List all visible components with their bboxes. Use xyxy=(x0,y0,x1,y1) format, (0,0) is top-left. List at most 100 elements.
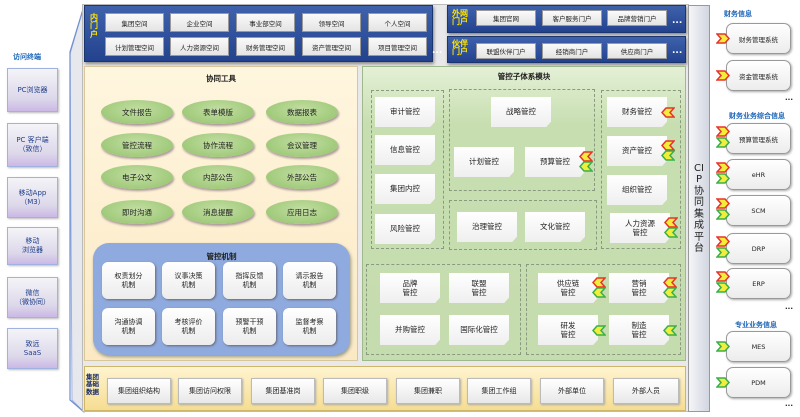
external-system-item[interactable]: MES xyxy=(726,331,791,362)
terminal-item[interactable]: PC 客户端 （致信） xyxy=(7,123,58,167)
control-modules-title: 管控子体系模块 xyxy=(497,72,551,81)
red-link-marker-icon xyxy=(716,33,730,44)
red-link-marker-icon xyxy=(716,271,730,282)
external-system-item[interactable]: eHR xyxy=(726,159,791,190)
collab-tool-item[interactable]: 管控流程 xyxy=(101,133,173,157)
terminal-item[interactable]: 移动App （M3） xyxy=(7,177,58,218)
collab-tool-item[interactable]: 文件报告 xyxy=(101,100,173,124)
control-module-item[interactable]: 集团内控 xyxy=(375,174,435,204)
inner-portal-item[interactable]: 项目管理空间 xyxy=(368,37,427,56)
collab-tool-item[interactable]: 即时沟通 xyxy=(101,200,173,224)
control-module-item[interactable]: 资产管控 xyxy=(607,136,667,166)
finance-info-more[interactable]: ... xyxy=(785,94,793,102)
external-system-item[interactable]: 财务管理系统 xyxy=(726,23,791,54)
control-module-item[interactable]: 人力资源 管控 xyxy=(610,213,670,243)
control-module-item[interactable]: 风险管控 xyxy=(375,214,435,244)
base-data-item[interactable]: 集团基准岗 xyxy=(251,378,315,404)
collab-tool-item[interactable]: 内部公告 xyxy=(182,165,254,189)
inner-portal-item[interactable]: 企业空间 xyxy=(170,13,229,32)
inner-portal-item[interactable]: 人力资源空间 xyxy=(170,37,229,56)
external-system-item[interactable]: ERP xyxy=(726,268,791,299)
base-data-item[interactable]: 集团职级 xyxy=(323,378,387,404)
mechanism-item[interactable]: 权责划分 机制 xyxy=(102,262,155,299)
mechanism-item[interactable]: 议事决策 机制 xyxy=(162,262,215,299)
partner-portal-item[interactable]: 供应商门户 xyxy=(607,43,667,59)
control-module-item[interactable]: 品牌 管控 xyxy=(380,273,440,303)
red-link-marker-icon xyxy=(592,277,606,288)
control-module-item[interactable]: 营销 管控 xyxy=(609,273,669,303)
collab-tool-item[interactable]: 电子公文 xyxy=(101,165,173,189)
control-module-item[interactable]: 预算管控 xyxy=(525,147,585,177)
base-data-item[interactable]: 集团兼职 xyxy=(396,378,460,404)
external-portal-item[interactable]: 客户服务门户 xyxy=(542,10,602,26)
inner-portal-more[interactable]: ... xyxy=(432,46,443,56)
inner-portal-item[interactable]: 领导空间 xyxy=(302,13,361,32)
control-module-item[interactable]: 供应链 管控 xyxy=(538,273,598,303)
external-portal-item[interactable]: 集团官网 xyxy=(476,10,536,26)
inner-portal-item[interactable]: 事业部空间 xyxy=(236,13,295,32)
collab-tool-item[interactable]: 消息提醒 xyxy=(182,200,254,224)
red-link-marker-icon xyxy=(716,162,730,173)
group-strategy-controls xyxy=(449,89,595,191)
base-data-item[interactable]: 外部单位 xyxy=(540,378,604,404)
mechanism-item[interactable]: 沟通协调 机制 xyxy=(102,308,155,345)
inner-portal-item[interactable]: 财务管理空间 xyxy=(236,37,295,56)
inner-portal-item[interactable]: 计划管理空间 xyxy=(105,37,164,56)
terminal-item[interactable]: 致远 SaaS xyxy=(7,328,58,369)
external-system-item[interactable]: SCM xyxy=(726,195,791,226)
inner-portal-item[interactable]: 个人空间 xyxy=(368,13,427,32)
partner-portal-item[interactable]: 经销商门户 xyxy=(542,43,602,59)
base-data-item[interactable]: 集团访问权限 xyxy=(178,378,242,404)
control-module-item[interactable]: 信息管控 xyxy=(375,135,435,165)
inner-portal-label: 内 门 户 xyxy=(90,13,98,39)
external-portal-more[interactable]: ... xyxy=(672,16,683,26)
mechanism-item[interactable]: 请示报告 机制 xyxy=(283,262,336,299)
mechanism-item[interactable]: 监督考察 机制 xyxy=(283,308,336,345)
control-module-item[interactable]: 战略管控 xyxy=(491,97,551,127)
control-module-item[interactable]: 制造 管控 xyxy=(609,315,669,345)
control-module-item[interactable]: 文化管控 xyxy=(525,212,585,242)
control-module-item[interactable]: 研发 管控 xyxy=(538,315,598,345)
green-link-marker-icon xyxy=(716,137,730,148)
base-data-item[interactable]: 集团工作组 xyxy=(467,378,531,404)
collab-tool-item[interactable]: 应用日志 xyxy=(266,200,338,224)
external-system-item[interactable]: 资金管理系统 xyxy=(726,60,791,91)
partner-portal-more[interactable]: ... xyxy=(672,46,683,56)
mechanism-item[interactable]: 考核评价 机制 xyxy=(162,308,215,345)
red-link-marker-icon xyxy=(661,107,675,118)
control-module-item[interactable]: 财务管控 xyxy=(607,97,667,127)
external-portal-item[interactable]: 品牌营销门户 xyxy=(607,10,667,26)
terminal-item[interactable]: 微信 （微协同） xyxy=(7,277,58,318)
mechanism-item[interactable]: 指挥反馈 机制 xyxy=(223,262,276,299)
external-system-item[interactable]: PDM xyxy=(726,367,791,398)
collab-tool-item[interactable]: 会议管理 xyxy=(266,133,338,157)
terminal-item[interactable]: 移动 浏览器 xyxy=(7,227,58,265)
inner-portal-item[interactable]: 集团空间 xyxy=(105,13,164,32)
partner-portal-item[interactable]: 联盟伙伴门户 xyxy=(476,43,536,59)
control-module-item[interactable]: 组织管控 xyxy=(607,175,667,205)
external-system-item[interactable]: 预算管理系统 xyxy=(726,123,791,154)
inner-portal-item[interactable]: 资产管理空间 xyxy=(302,37,361,56)
collab-tool-item[interactable]: 数据报表 xyxy=(266,100,338,124)
green-link-marker-icon xyxy=(592,287,606,298)
red-link-marker-icon xyxy=(716,70,730,81)
control-module-item[interactable]: 并购管控 xyxy=(380,315,440,345)
red-link-marker-icon xyxy=(716,236,730,247)
external-system-item[interactable]: DRP xyxy=(726,233,791,264)
biz-info-more[interactable]: ... xyxy=(785,303,793,311)
control-module-item[interactable]: 计划管控 xyxy=(454,147,514,177)
collab-tool-item[interactable]: 外部公告 xyxy=(266,165,338,189)
control-module-item[interactable]: 联盟 管控 xyxy=(449,273,509,303)
control-module-item[interactable]: 国际化管控 xyxy=(449,315,509,345)
collab-tool-item[interactable]: 协作流程 xyxy=(182,133,254,157)
group-basic-controls xyxy=(371,90,444,249)
control-module-item[interactable]: 治理管控 xyxy=(457,212,517,242)
collab-tool-item[interactable]: 表单模版 xyxy=(182,100,254,124)
mechanism-item[interactable]: 预警干预 机制 xyxy=(223,308,276,345)
terminal-item[interactable]: PC浏览器 xyxy=(7,68,58,112)
base-data-item[interactable]: 外部人员 xyxy=(613,378,679,404)
base-data-item[interactable]: 集团组织结构 xyxy=(107,378,171,404)
pro-info-more[interactable]: ... xyxy=(785,400,793,408)
red-link-marker-icon xyxy=(661,140,675,151)
control-module-item[interactable]: 审计管控 xyxy=(375,97,435,127)
